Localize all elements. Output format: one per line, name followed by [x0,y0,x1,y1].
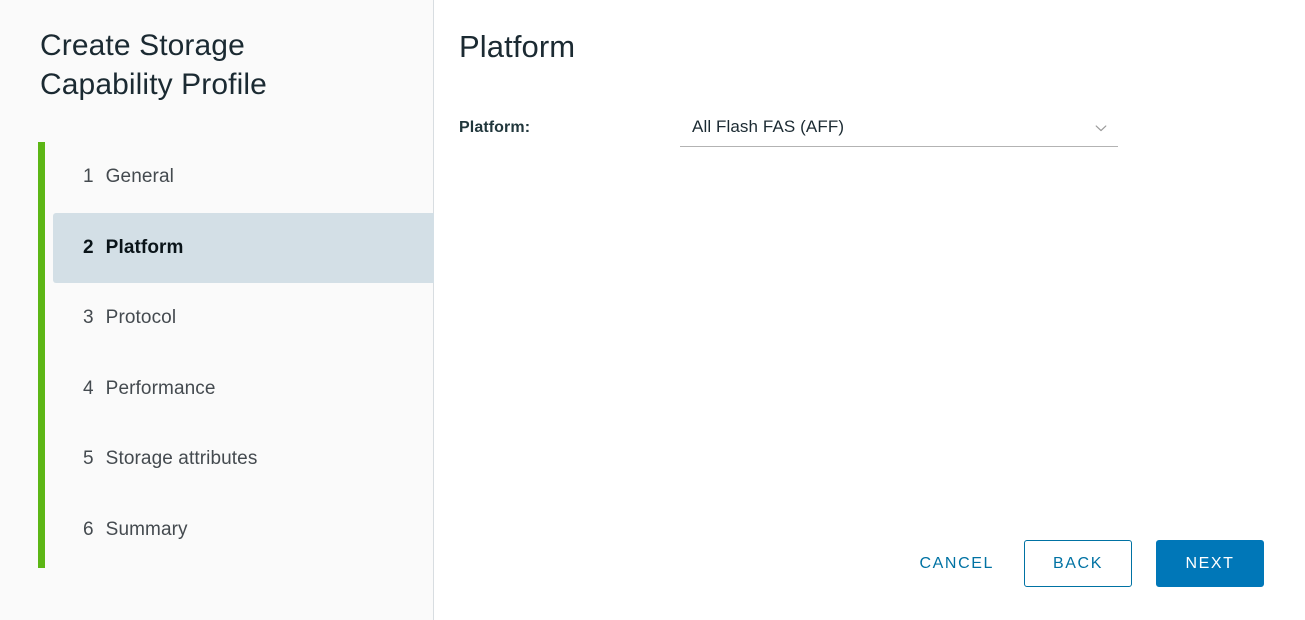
platform-field-label: Platform: [459,119,531,136]
wizard-main-panel: Platform Platform: All Flash FAS (AFF) C… [434,0,1305,620]
wizard-title: Create Storage Capability Profile [40,29,267,101]
step-number: 2 [83,236,94,258]
sidebar-step-storage-attributes[interactable]: 5 Storage attributes [53,424,436,495]
step-label: Summary [105,518,188,540]
sidebar-step-protocol[interactable]: 3 Protocol [53,283,436,354]
step-label: Platform [105,236,184,258]
sidebar-step-summary[interactable]: 6 Summary [53,495,436,566]
platform-select-value: All Flash FAS (AFF) [692,117,845,136]
step-label: Storage attributes [105,448,258,470]
sidebar-step-performance[interactable]: 4 Performance [53,354,436,425]
sidebar-step-platform[interactable]: 2 Platform [53,212,436,283]
step-number: 1 [83,166,94,188]
step-label: General [105,166,174,188]
platform-select[interactable]: All Flash FAS (AFF) [680,114,1118,147]
platform-form-row: Platform: All Flash FAS (AFF) [459,114,1149,147]
step-number: 6 [83,518,94,540]
next-button[interactable]: NEXT [1156,540,1264,587]
step-label: Protocol [105,307,177,329]
step-number: 5 [83,448,94,470]
wizard-footer: CANCEL BACK NEXT [901,540,1264,587]
sidebar-step-general[interactable]: 1 General [53,142,436,213]
wizard-sidebar: Create Storage Capability Profile 1 Gene… [0,0,436,620]
cancel-button[interactable]: CANCEL [901,540,1012,587]
step-label: Performance [105,377,216,399]
page-title: Platform [459,29,576,64]
step-number: 3 [83,307,94,329]
back-button[interactable]: BACK [1024,540,1132,587]
step-number: 4 [83,377,94,399]
steps-list: 1 General 2 Platform 3 Protocol 4 Perfor… [53,142,436,565]
wizard-steps: 1 General 2 Platform 3 Protocol 4 Perfor… [38,142,436,568]
steps-progress-rail [38,142,45,568]
chevron-down-icon [1094,121,1108,135]
